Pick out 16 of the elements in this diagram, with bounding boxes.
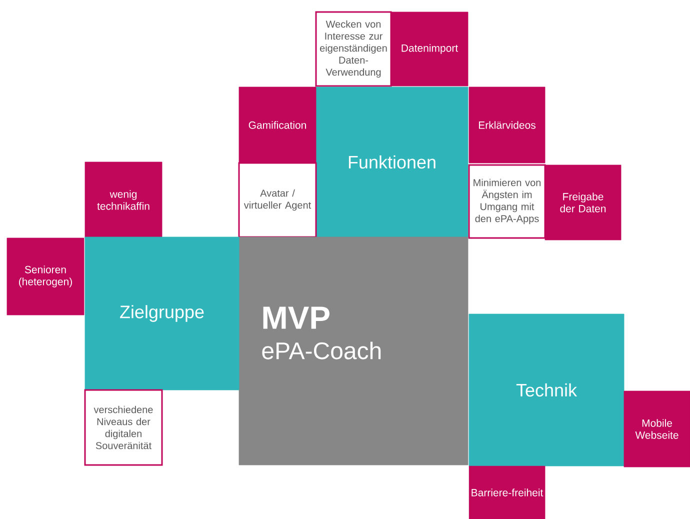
category-box: Senioren (heterogen) [6,238,84,316]
category-box: Datenimport [390,12,468,86]
category-box: Gamification [238,86,316,164]
category-box: Mobile Webseite [624,390,690,468]
center-box: MVP ePA-Coach [238,236,468,466]
topic-box: Zielgruppe [84,236,240,390]
note-box: Avatar / virtueller Agent [238,162,317,238]
topic-box: Funktionen [316,86,468,238]
note-box: verschiedene Niveaus der digitalen Souveränität [84,389,163,466]
category-box: Barriere-freiheit [468,466,546,519]
category-box: Erklärvideos [468,86,546,164]
topic-box: Technik [468,314,624,466]
note-box: Minimieren von Ängsten im Umgang mit den ePA-Apps [468,164,546,239]
category-box: Freigabe der Daten [544,164,622,240]
note-box: Wecken von Interesse zur eigenständigen Daten-Verwendung [315,11,392,87]
category-box: wenig technikaffin [84,162,162,238]
